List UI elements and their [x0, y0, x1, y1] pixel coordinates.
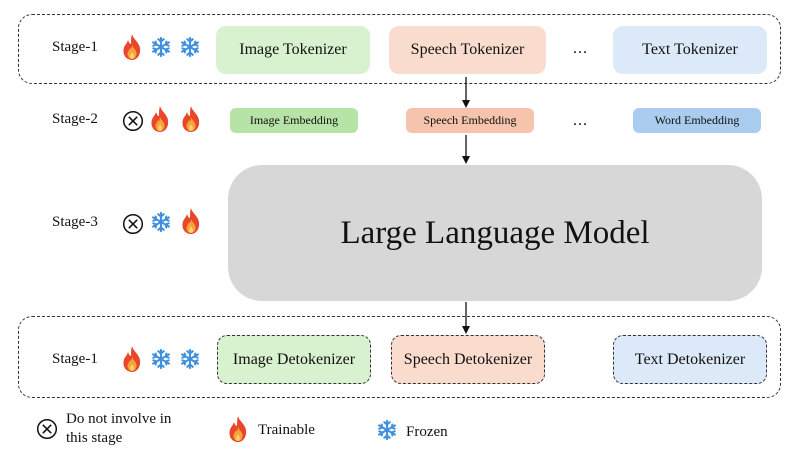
legend-not-involved-line1: Do not involve in	[66, 411, 172, 427]
stage1-detokenizer-group	[18, 316, 781, 398]
large-language-model-box: Large Language Model	[228, 165, 762, 301]
text-tokenizer-box: Text Tokenizer	[613, 26, 767, 74]
stage-label: Stage-2	[52, 111, 98, 127]
image-embedding-box: Image Embedding	[230, 108, 358, 133]
image-tokenizer-box: Image Tokenizer	[216, 26, 370, 74]
legend-frozen: Frozen	[406, 424, 448, 440]
fire-icon	[120, 33, 144, 61]
image-detokenizer-box: Image Detokenizer	[217, 335, 371, 384]
snowflake-icon	[150, 36, 172, 58]
fire-icon	[120, 345, 144, 373]
stage1-tokenizer-group	[18, 14, 781, 84]
speech-detokenizer-box: Speech Detokenizer	[391, 335, 545, 384]
snowflake-icon	[150, 211, 172, 233]
fire-icon	[148, 105, 172, 133]
stage-label: Stage-1	[52, 351, 98, 367]
speech-tokenizer-box: Speech Tokenizer	[389, 26, 546, 74]
stage-label: Stage-3	[52, 214, 98, 230]
text-detokenizer-box: Text Detokenizer	[613, 335, 767, 384]
circled-x-icon	[122, 213, 144, 235]
fire-icon	[179, 207, 203, 235]
snowflake-icon	[376, 419, 398, 441]
ellipsis: ...	[573, 40, 588, 57]
legend-not-involved-line2: this stage	[66, 430, 123, 446]
stage-label: Stage-1	[52, 39, 98, 55]
circled-x-icon	[122, 110, 144, 132]
snowflake-icon	[150, 348, 172, 370]
fire-icon	[226, 415, 250, 443]
word-embedding-box: Word Embedding	[633, 108, 761, 133]
ellipsis: ...	[573, 112, 588, 129]
legend-trainable: Trainable	[258, 422, 315, 438]
snowflake-icon	[179, 348, 201, 370]
circled-x-icon	[36, 418, 58, 440]
speech-embedding-box: Speech Embedding	[406, 108, 534, 133]
snowflake-icon	[179, 36, 201, 58]
fire-icon	[179, 105, 203, 133]
